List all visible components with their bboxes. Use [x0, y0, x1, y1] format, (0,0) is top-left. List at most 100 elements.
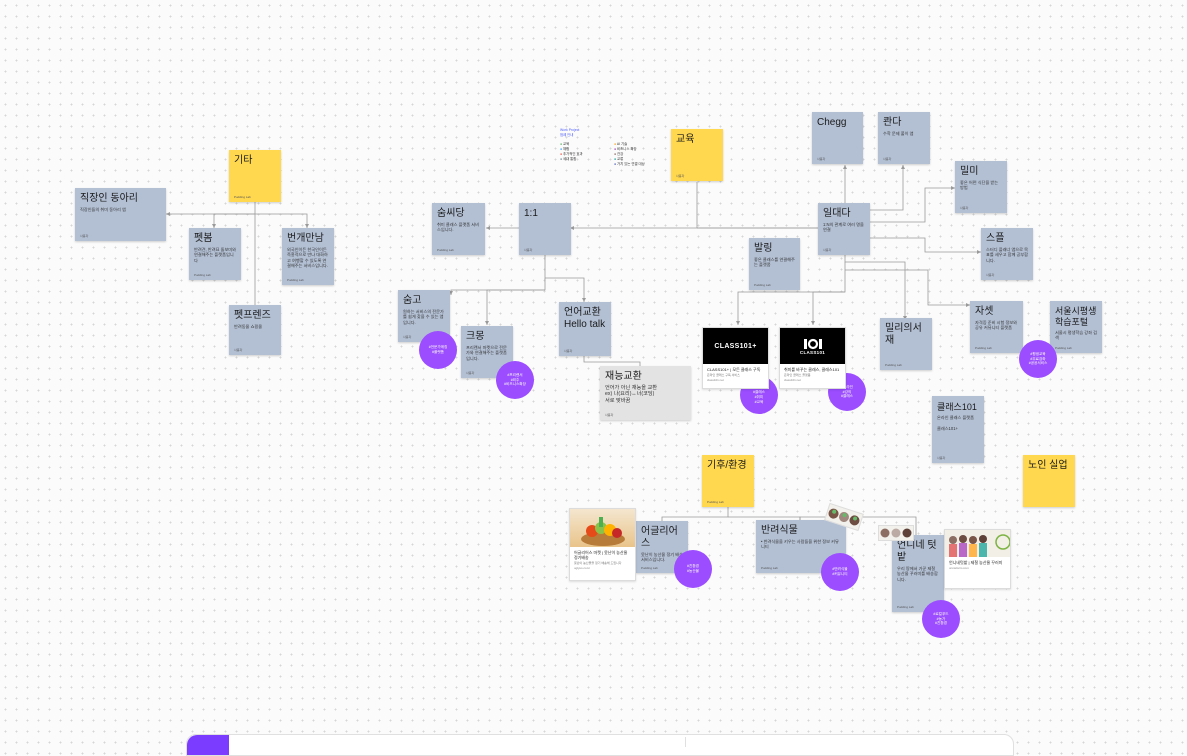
- sticky-desc: 반려동물 쇼핑몰: [234, 324, 263, 329]
- tag-circle[interactable]: #전문가매칭 #플랫폼: [419, 331, 457, 369]
- sticky-author: 사용자: [986, 273, 995, 277]
- link-card-ugly-us[interactable]: 어글리어스 마켓 | 못난이 농산물 정기배송 못난이 농산물을 정기 배송해 …: [569, 508, 636, 581]
- sticky-title: 숨고: [403, 295, 422, 306]
- tag-circle[interactable]: #로컬푸드 #농가 #친환경: [922, 600, 960, 638]
- legend-item: ● 체험: [560, 147, 570, 151]
- sticky-climate[interactable]: 기후/환경 Pudding Lab: [702, 455, 754, 507]
- sticky-title: 언어교환 Hello talk: [564, 307, 606, 330]
- sticky-balling[interactable]: 발링 좋은 클래스를 연결해주는 플랫폼 Pudding Lab: [749, 238, 800, 290]
- sticky-author: 사용자: [676, 174, 685, 178]
- legend-subtitle: 범례 안내: [560, 133, 574, 137]
- farmers-photo: [945, 530, 1010, 557]
- sticky-desc: 취미 클래스 플랫폼 서비스입니다.: [437, 222, 480, 233]
- garden-sticker-icon: [880, 528, 912, 538]
- link-card-class101[interactable]: CLASS101 취미를 바꾸는 클래스, 클래스101 온라인 클래스 플랫폼…: [779, 327, 846, 389]
- sticky-author: 사용자: [883, 157, 892, 161]
- sticky-author: 사용자: [937, 456, 946, 460]
- sticky-chegg[interactable]: Chegg 사용자: [812, 112, 863, 164]
- farmers-group-icon: [949, 534, 1010, 557]
- sticky-language-exchange[interactable]: 언어교환 Hello talk 사용자: [559, 302, 611, 356]
- sticky-title: 노인 실업: [1028, 460, 1068, 471]
- sticky-author: Pudding Lab: [761, 566, 778, 570]
- tag-circle[interactable]: #평생교육 #무료강좌 #공공서비스: [1019, 340, 1057, 378]
- sticky-club[interactable]: 직장인 동아리 직장인들의 취미 동아리 앱 사용자: [75, 188, 166, 241]
- link-card-class101-plus[interactable]: CLASS101+ CLASS101+ | 모든 클래스 구독 온라인 클래스 …: [702, 327, 769, 389]
- card-desc: 못난이 농산물을 정기 배송해 드립니다: [574, 561, 622, 566]
- legend-item: ● 가치 있는 연결 대상: [614, 162, 645, 166]
- sticky-desc: 온라인 클래스 플랫폼 클래스101+: [937, 415, 975, 431]
- sticky-author: Pudding Lab: [287, 278, 304, 282]
- sticky-jasot[interactable]: 자셋 자격증 준비 시험 정보와 공유 커뮤니티 플랫폼 Pudding Lab: [970, 301, 1023, 353]
- sticky-etc[interactable]: 기타 Pudding Lab: [229, 150, 281, 202]
- sticky-title: 재능교환: [605, 371, 642, 382]
- sticky-title: 교육: [676, 134, 695, 145]
- sticky-title: 1:1: [524, 208, 538, 219]
- sticky-title: 콴다: [883, 117, 902, 128]
- tag-circle[interactable]: #온라인 #강의 #클래스: [828, 373, 866, 411]
- garden-sticker-image[interactable]: [878, 525, 914, 541]
- sticky-title: 클래스101: [937, 402, 977, 412]
- sticky-title: 스플: [986, 233, 1005, 244]
- sticky-desc: 자격증 준비 시험 정보와 공유 커뮤니티 플랫폼: [975, 320, 1018, 331]
- sticky-unnie-garden[interactable]: 언니네 텃밭 우리 땅에서 가꾼 제철 농산물 꾸러미를 배송합니다. Pudd…: [892, 535, 944, 612]
- sticky-author: 사용자: [564, 349, 573, 353]
- sticky-desc: 프리랜서 마켓으로 전문가와 연결해주는 플랫폼입니다.: [466, 345, 507, 361]
- legend-column-right: ● AI 기술 ● 비즈니스 확장 ● 건강 ● 교류 ● 가치 있는 연결 대…: [614, 142, 662, 167]
- sticky-author: 사용자: [823, 248, 832, 252]
- class101-logo: CLASS101: [780, 328, 845, 364]
- produce-basket-icon: [581, 517, 625, 546]
- sticky-desc: 원하는 서비스의 전문가를 쉽게 찾을 수 있는 앱입니다.: [403, 309, 444, 325]
- sticky-title: 발링: [754, 243, 773, 254]
- legend-item: ● 건강: [614, 152, 624, 156]
- sticky-petfriends[interactable]: 펫프렌즈 반려동물 쇼핑몰 사용자: [229, 305, 281, 355]
- sticky-author: Pudding Lab: [194, 273, 211, 277]
- sticky-spuple[interactable]: 스플 스터디 플래너 앱으로 목표를 세우고 함께 공부합니다. 사용자: [981, 228, 1033, 280]
- sticky-author: Pudding Lab: [975, 346, 992, 350]
- sticky-seoul-learning[interactable]: 서울시평생 학습포털 서울시 평생학습 강좌 검색 Pudding Lab: [1050, 301, 1102, 353]
- sticky-qanda[interactable]: 콴다 수학 문제 풀이 앱 사용자: [878, 112, 930, 164]
- sticky-edu[interactable]: 교육 사용자: [671, 129, 723, 181]
- sticky-author: 사용자: [234, 348, 243, 352]
- sticky-talent-exchange[interactable]: 재능교환 언어가 아닌 재능을 교환 ex) 나(요리)↔너(코딩) 서로 맞바…: [600, 366, 691, 420]
- sticky-author: Pudding Lab: [754, 283, 771, 287]
- sticky-title: 어글리어스: [641, 526, 678, 549]
- sticky-title: 번개만남: [287, 233, 324, 244]
- bottom-toolbar[interactable]: [186, 734, 1014, 756]
- tag-circle[interactable]: #반려식물 #커뮤니티: [821, 553, 859, 591]
- sticky-one-to-one[interactable]: 1:1 사용자: [519, 203, 571, 255]
- sticky-milmi[interactable]: 밀미 좋은 어떤 식단을 받는 방법 사용자: [955, 161, 1007, 213]
- legend-column-left: ● 교육 ● 체험 ● 추가적인 효과 ● 세대 통합: [560, 142, 608, 162]
- card-site: unniefarm.com: [949, 566, 969, 571]
- sticky-desc: 언어가 아닌 재능을 교환 ex) 나(요리)↔너(코딩) 서로 맞바꿈: [605, 385, 658, 404]
- sticky-bungae[interactable]: 번개만남 외국인이든 한국인이든 즉흥적으로 만나 대화하고 여행할 수 있도록…: [282, 228, 334, 285]
- sticky-author: Pudding Lab: [1055, 346, 1072, 350]
- card-site: uglyus.co.kr: [574, 566, 591, 571]
- sticky-author: 사용자: [403, 335, 412, 339]
- sticky-elder-unemployment[interactable]: 노인 실업: [1023, 455, 1075, 507]
- sticky-desc: 좋은 어떤 식단을 받는 방법: [960, 180, 999, 191]
- sticky-millie[interactable]: 밀리의서재 Pudding Lab: [880, 318, 932, 370]
- sticky-desc: 1:N의 관계로 여러 명을 연결: [823, 222, 864, 233]
- brand-text: CLASS101+: [714, 342, 757, 350]
- tag-circle[interactable]: #친환경 #농산물: [674, 550, 712, 588]
- card-title: 취미를 바꾸는 클래스, 클래스101: [784, 367, 840, 372]
- sticky-class101[interactable]: 클래스101 온라인 클래스 플랫폼 클래스101+ 사용자: [932, 396, 984, 463]
- class101-plus-logo: CLASS101+: [703, 328, 768, 364]
- toolbar-divider: [685, 737, 686, 747]
- card-title: 어글리어스 마켓 | 못난이 농산물 정기배송: [574, 550, 628, 561]
- plant-sticker-image[interactable]: [824, 502, 864, 532]
- sticky-one-to-many[interactable]: 일대다 1:N의 관계로 여러 명을 연결 사용자: [818, 203, 870, 255]
- link-card-unnie-garden[interactable]: 언니네텃밭 | 제철 농산물 꾸러미 unniefarm.com: [944, 529, 1011, 589]
- sticky-author: Pudding Lab: [897, 605, 914, 609]
- sticky-title: 서울시평생 학습포털: [1055, 306, 1097, 327]
- sticky-desc: 서울시 평생학습 강좌 검색: [1055, 330, 1098, 341]
- sticky-author: Pudding Lab: [707, 500, 724, 504]
- tag-circle[interactable]: #프리랜서 #외주 #비즈니스확장: [496, 361, 534, 399]
- toolbar-accent-tab[interactable]: [187, 735, 229, 755]
- card-title: CLASS101+ | 모든 클래스 구독: [707, 367, 761, 372]
- sticky-title: 자셋: [975, 306, 994, 317]
- sticky-petbom[interactable]: 펫봄 반려견, 반려묘 돌보미와 연결해주는 플랫폼입니다 Pudding La…: [189, 228, 241, 280]
- sticky-author: Pudding Lab: [437, 248, 454, 252]
- sticky-soomssidang[interactable]: 숨씨당 취미 클래스 플랫폼 서비스입니다. Pudding Lab: [432, 203, 485, 255]
